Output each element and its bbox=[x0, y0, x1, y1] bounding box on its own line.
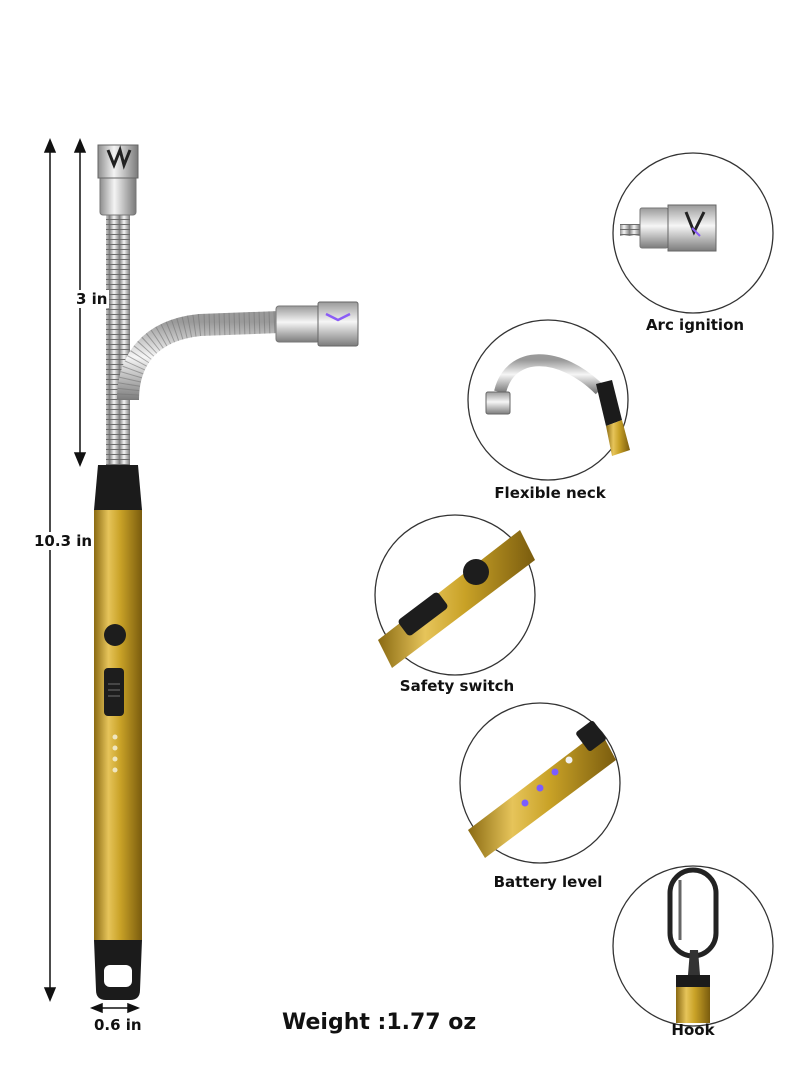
total-length-label: 10.3 in bbox=[32, 532, 95, 550]
bent-neck bbox=[117, 311, 281, 401]
arc-ignition-detail bbox=[612, 152, 774, 314]
ignition-button bbox=[104, 624, 126, 646]
feature-label-battery-level: Battery level bbox=[493, 873, 603, 891]
weight-label: Weight :1.77 oz bbox=[282, 1010, 477, 1035]
hook-detail bbox=[612, 865, 774, 1027]
feature-label-safety-switch: Safety switch bbox=[399, 677, 515, 695]
head-collar bbox=[99, 174, 137, 216]
safety-switch bbox=[104, 668, 124, 716]
bent-head-collar bbox=[275, 305, 321, 343]
feature-label-arc-ignition: Arc ignition bbox=[645, 316, 745, 334]
total-length-arrow bbox=[43, 138, 57, 1002]
neck-length-label: 3 in bbox=[74, 290, 110, 308]
width-arrow bbox=[89, 1002, 141, 1014]
safety-switch-detail bbox=[374, 514, 536, 676]
battery-level-detail bbox=[459, 702, 621, 864]
top-cap bbox=[94, 465, 142, 510]
width-label: 0.6 in bbox=[94, 1016, 142, 1034]
feature-label-flexible-neck: Flexible neck bbox=[494, 484, 606, 502]
gold-body bbox=[94, 510, 142, 940]
flexible-neck-detail bbox=[467, 319, 630, 481]
led-1 bbox=[112, 734, 118, 740]
led-4 bbox=[112, 767, 118, 773]
led-2 bbox=[112, 745, 118, 751]
straight-neck bbox=[106, 215, 130, 465]
bent-arc-tip bbox=[317, 301, 359, 347]
feature-label-hook: Hook bbox=[671, 1021, 715, 1039]
hang-hole bbox=[104, 965, 132, 987]
led-3 bbox=[112, 756, 118, 762]
arc-tip bbox=[97, 144, 139, 179]
